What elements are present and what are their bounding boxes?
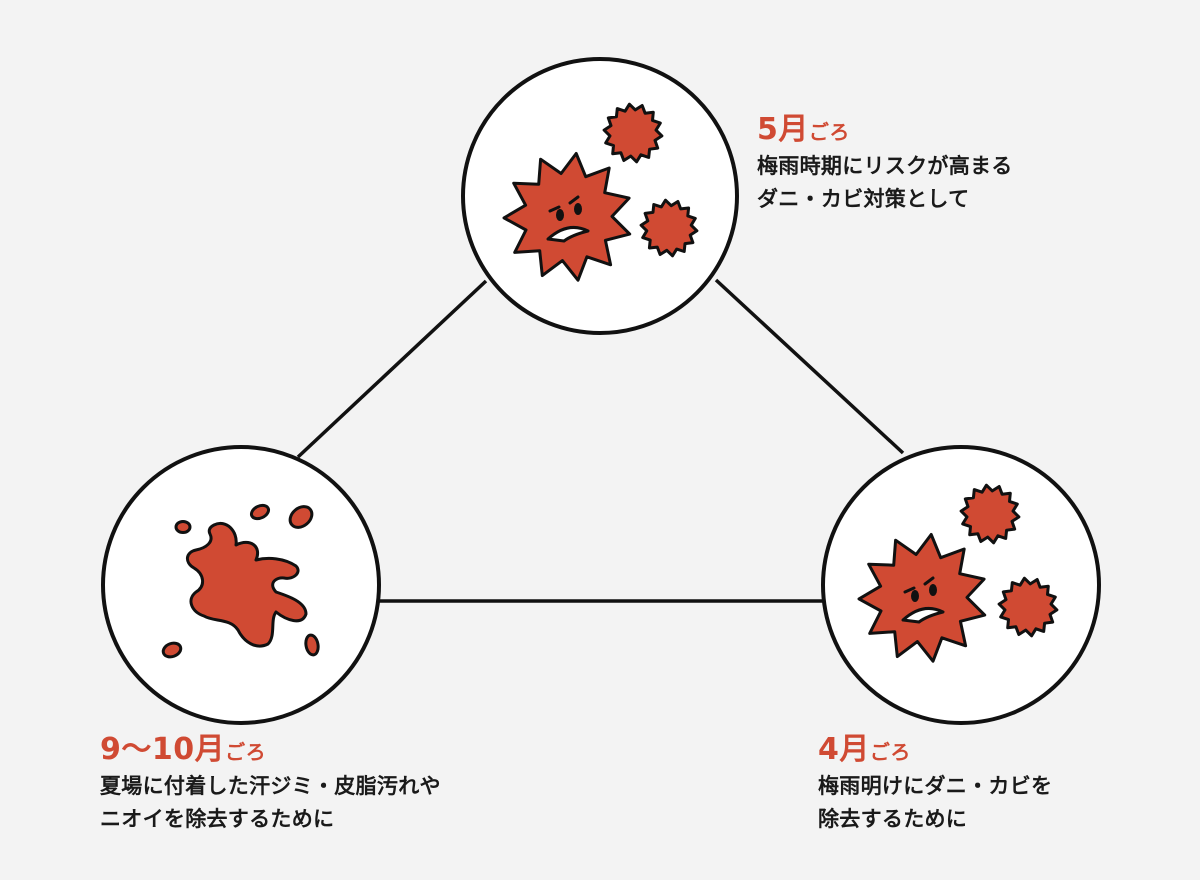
germ-mouth xyxy=(901,606,945,624)
germs-icon xyxy=(857,483,1059,663)
germ-eye xyxy=(556,209,564,221)
small-germ xyxy=(639,198,699,258)
big-germ-body xyxy=(857,533,987,663)
germ-eyebrows xyxy=(903,576,935,594)
caption-right-suffix: ごろ xyxy=(869,740,911,764)
germ-eye xyxy=(574,203,582,215)
germ-eye xyxy=(911,590,919,602)
caption-top-suffix: ごろ xyxy=(808,120,850,144)
caption-right-line-1: 梅雨明けにダニ・カビを xyxy=(818,774,1053,798)
caption-left-line-1: 夏場に付着した汗ジミ・皮脂汚れや xyxy=(100,774,441,798)
caption-right: 4月ごろ 梅雨明けにダニ・カビを 除去するために xyxy=(818,732,1052,836)
caption-left-line-2: ニオイを除去するために xyxy=(100,807,335,831)
small-germ xyxy=(997,576,1059,638)
germ-eye xyxy=(929,584,937,596)
caption-top-month: 5月 xyxy=(757,112,809,147)
caption-top-line-2: ダニ・カビ対策として xyxy=(757,187,970,211)
caption-left-month: 9〜10月 xyxy=(100,732,226,767)
caption-left-title: 9〜10月ごろ xyxy=(100,732,441,770)
connector-top-left xyxy=(296,279,488,459)
caption-right-month: 4月 xyxy=(818,732,870,767)
germs-icon xyxy=(502,102,699,282)
caption-right-line-2: 除去するために xyxy=(818,807,968,831)
germ-mouth xyxy=(546,225,590,243)
caption-left: 9〜10月ごろ 夏場に付着した汗ジミ・皮脂汚れや ニオイを除去するために xyxy=(100,732,441,836)
small-germ xyxy=(959,483,1021,545)
germ-eyebrows xyxy=(548,195,580,213)
stain-splatter-icon xyxy=(161,503,320,659)
caption-top: 5月ごろ 梅雨時期にリスクが高まる ダニ・カビ対策として xyxy=(757,112,1013,216)
caption-top-title: 5月ごろ xyxy=(757,112,1013,150)
caption-top-line-1: 梅雨時期にリスクが高まる xyxy=(757,154,1013,178)
small-germ xyxy=(602,102,664,164)
big-germ-body xyxy=(502,152,632,282)
connector-top-right xyxy=(714,278,905,455)
caption-left-suffix: ごろ xyxy=(225,740,267,764)
caption-right-title: 4月ごろ xyxy=(818,732,1052,770)
